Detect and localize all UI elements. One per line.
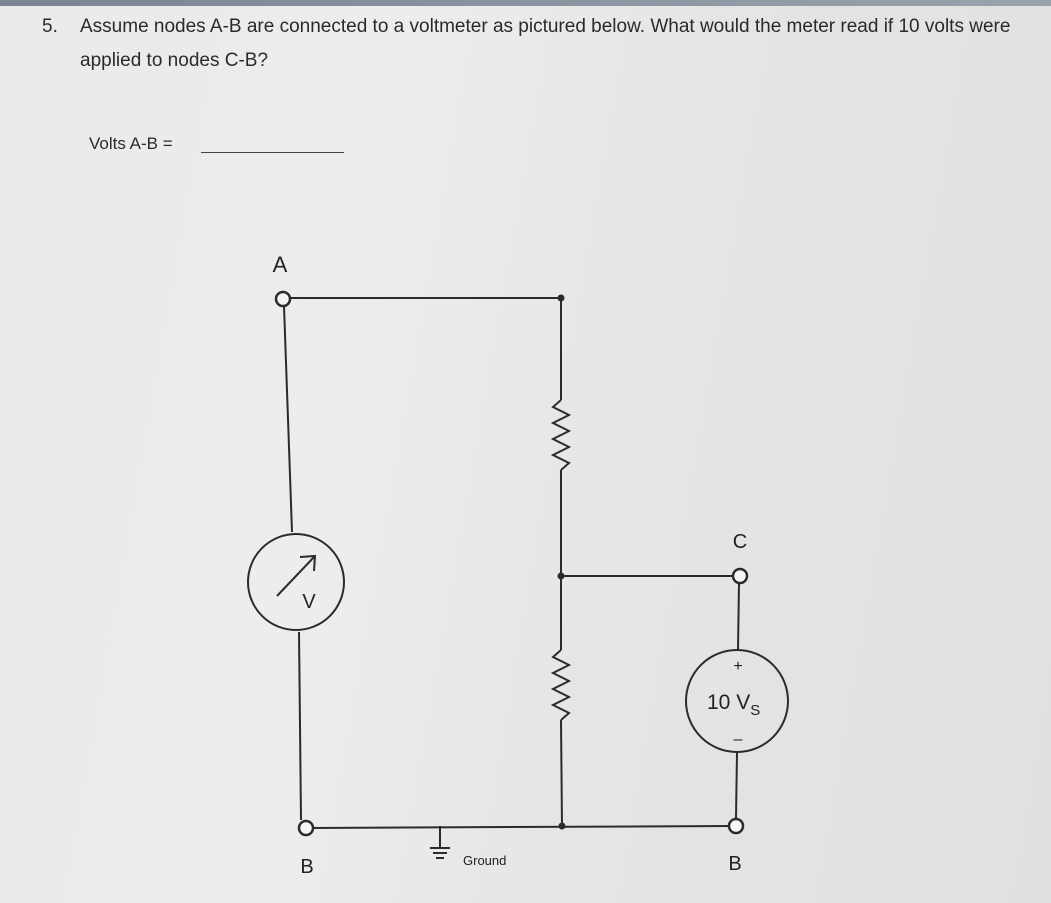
source-subscript: S <box>750 702 760 719</box>
source-value: 10 V <box>707 691 750 714</box>
ground-label: Ground <box>463 853 506 868</box>
resistor-upper <box>550 399 572 471</box>
wire-c-to-source <box>737 582 740 651</box>
label-node-b-left: B <box>300 856 313 878</box>
answer-blank-line[interactable] <box>201 152 344 153</box>
wire-left-upper <box>283 305 293 533</box>
wire-resistor-lower-a <box>560 719 563 827</box>
question-text: Assume nodes A-B are connected to a volt… <box>80 16 1011 71</box>
junction-mid <box>557 572 565 580</box>
terminal-b-left <box>297 819 315 837</box>
label-node-b-right: B <box>728 853 741 875</box>
source-value-label: 10 VS <box>707 691 760 719</box>
junction-bottom <box>558 822 566 830</box>
screen-top-edge <box>0 0 1051 6</box>
wire-bottom <box>309 825 731 829</box>
question-number: 5. <box>42 16 58 37</box>
meter-needle <box>276 555 316 597</box>
label-node-a: A <box>273 252 288 277</box>
terminal-b-right <box>727 817 745 835</box>
label-node-c: C <box>733 531 747 553</box>
resistor-lower <box>550 649 572 721</box>
question-block: 5. Assume nodes A-B are connected to a v… <box>42 10 1032 71</box>
meter-symbol: V <box>302 591 316 613</box>
answer-label: Volts A-B = <box>89 134 173 153</box>
source-minus-sign: – <box>734 731 743 748</box>
meter-arrowhead <box>299 554 317 572</box>
junction-top <box>557 294 565 302</box>
voltmeter-circle <box>247 533 345 631</box>
terminal-a <box>274 290 292 308</box>
terminal-c <box>731 567 749 585</box>
source-plus-sign: + <box>733 658 742 675</box>
voltage-source-circle <box>685 649 789 753</box>
wire-left-lower <box>298 631 302 821</box>
wire-source-to-b <box>735 751 738 819</box>
